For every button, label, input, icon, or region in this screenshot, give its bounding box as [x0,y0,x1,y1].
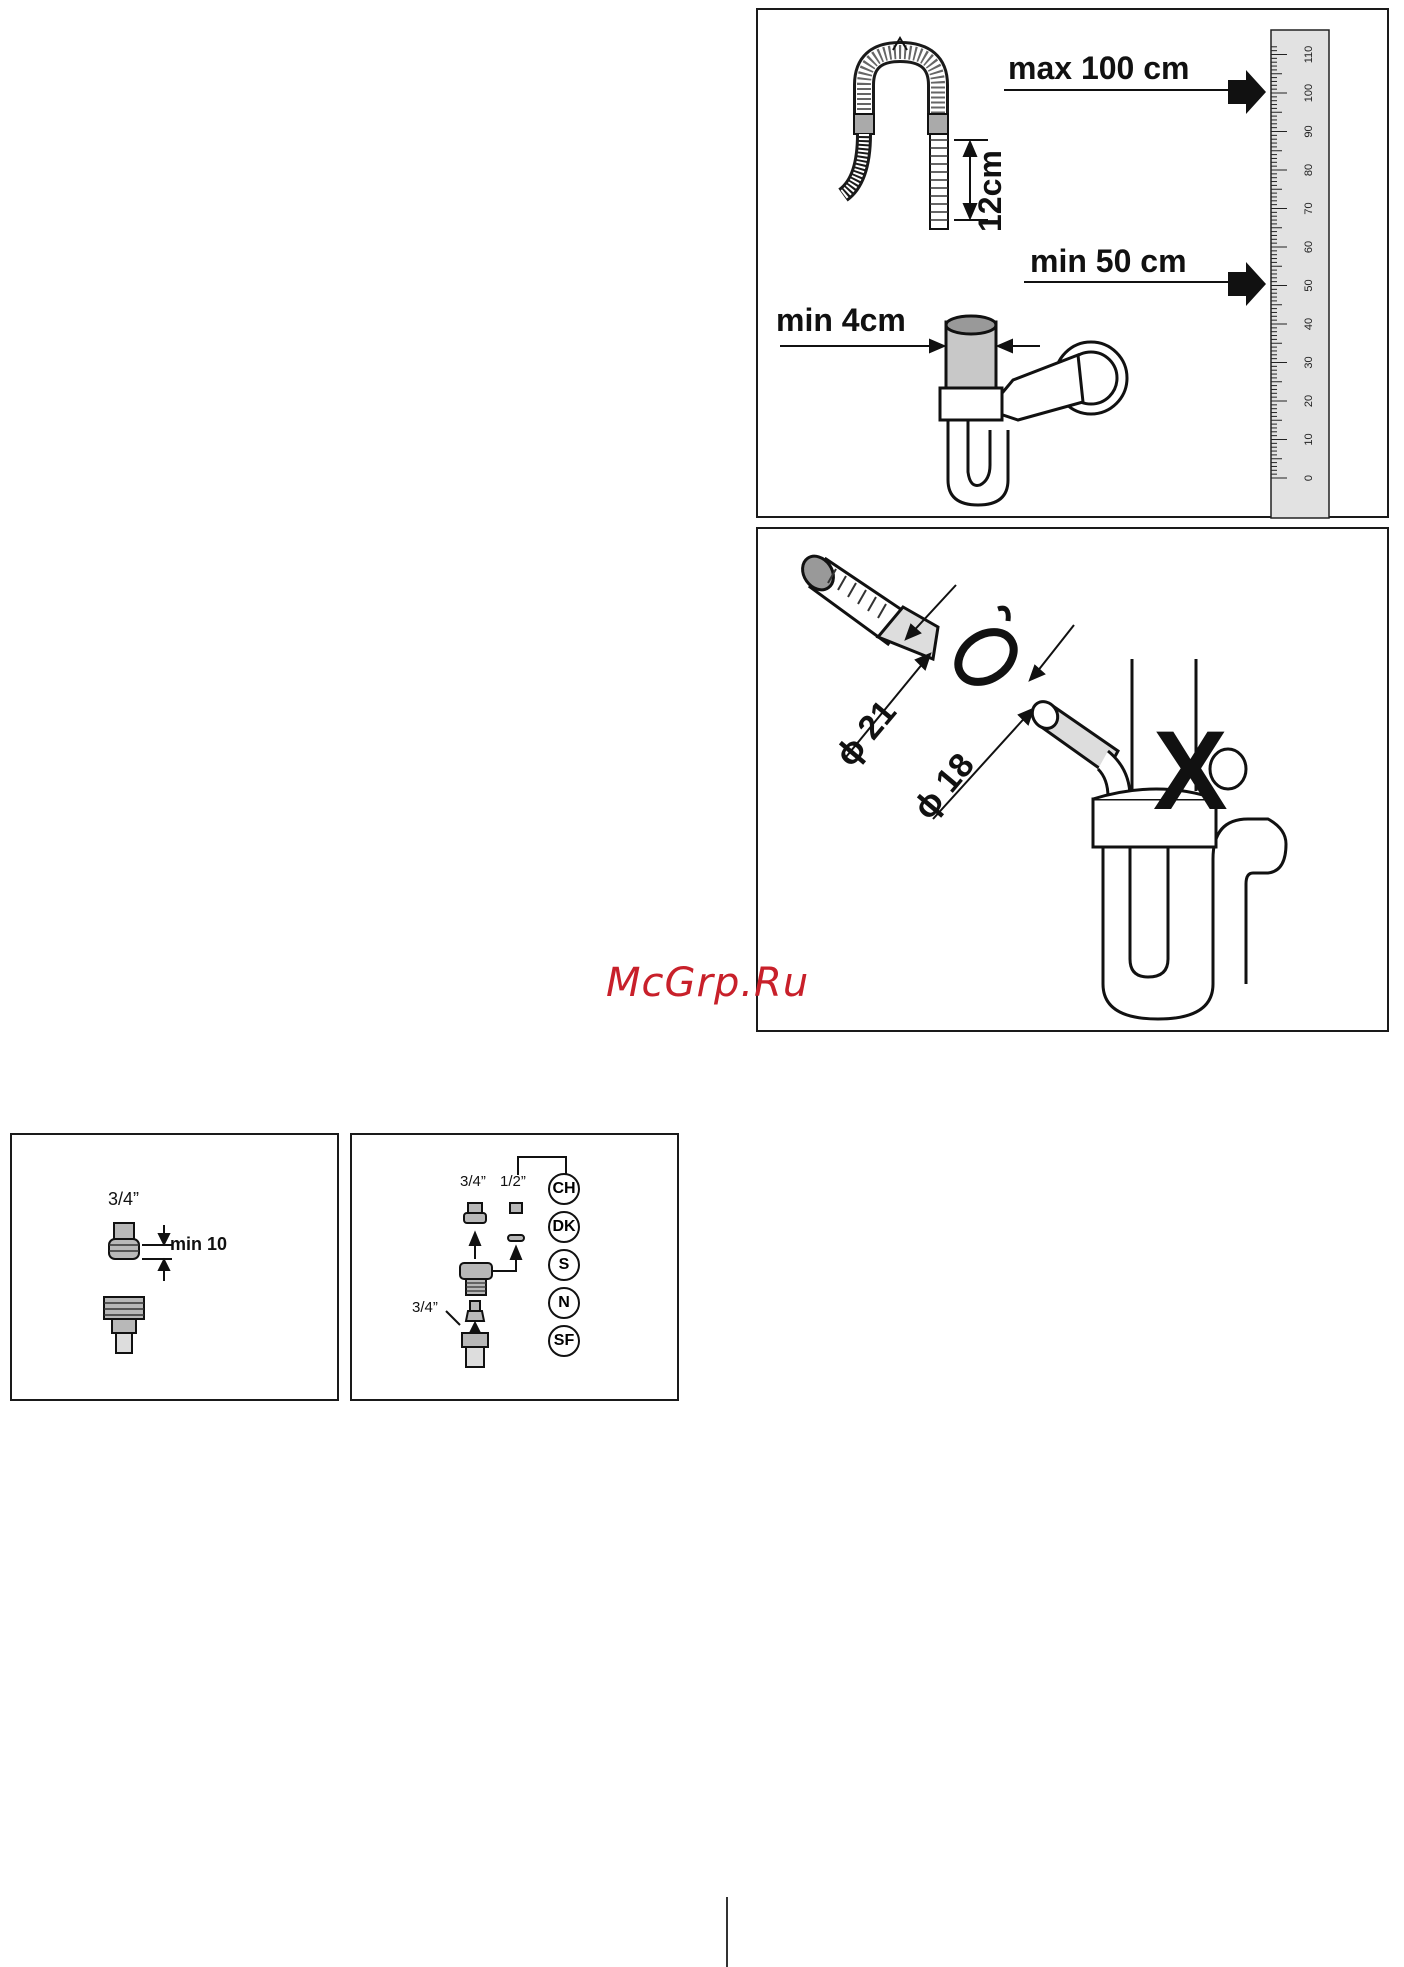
country-badge-dk: DK [548,1211,580,1243]
min-distance-label: min 10 [170,1234,227,1255]
max-height-label: max 100 cm [1008,50,1189,87]
adapter-parts-icon [460,1203,524,1367]
ruler-tick-label: 110 [1303,46,1315,64]
tap-connector-icon [109,1223,139,1259]
small-pipe-icon [1027,697,1130,797]
tap-thread-panel: 3/4” min 10 [10,1133,339,1401]
page-divider [726,1897,728,1967]
country-badge-s: S [548,1249,580,1281]
ruler-tick-label: 20 [1303,395,1315,407]
drain-height-panel: 0 10 20 30 40 50 60 70 80 90 100 110 [756,8,1389,518]
hose-arch-icon [843,38,948,229]
ruler-tick-label: 40 [1303,318,1315,330]
ruler-tick-label: 10 [1303,433,1315,445]
siphon-diameter-illustration: X [758,529,1391,1034]
tap-thread-illustration [12,1135,341,1403]
adapter-thread-label-c: 3/4” [412,1299,438,1316]
ruler [1271,30,1329,518]
siphon-diameter-panel: X ϕ 21 ϕ 18 [756,527,1389,1032]
ruler-tick-label: 50 [1303,279,1315,291]
country-badge-ch: CH [548,1173,580,1205]
hose-clamp-icon [949,608,1023,692]
adapter-thread-label-a: 3/4” [460,1173,486,1190]
min-height-label: min 50 cm [1030,243,1187,280]
min-distance-arrows [142,1225,172,1281]
country-badge-sf: SF [548,1325,580,1357]
gap-dimension-arrows [780,340,1040,352]
ruler-tick-label: 90 [1303,125,1315,137]
ruler-tick-label: 80 [1303,164,1315,176]
adapter-thread-label-b: 1/2” [500,1173,526,1190]
watermark-text: McGrp.Ru [606,960,809,1006]
ruler-tick-label: 0 [1303,475,1315,481]
cross-mark-icon: X [1153,708,1228,833]
ruler-tick-label: 100 [1303,84,1315,102]
standpipe-siphon-icon [940,316,1127,505]
adapter-country-panel: 3/4” 1/2” 3/4” CH DK S N SF [350,1133,679,1401]
hose-end-icon [796,550,938,659]
country-badge-n: N [548,1287,580,1319]
ruler-tick-label: 30 [1303,356,1315,368]
hose-fitting-icon [104,1297,144,1353]
ruler-tick-label: 60 [1303,241,1315,253]
hose-height-label: 12cm [972,150,1009,232]
pipe-gap-label: min 4cm [776,302,906,339]
tap-thread-label: 3/4” [108,1189,139,1210]
ruler-tick-label: 70 [1303,202,1315,214]
